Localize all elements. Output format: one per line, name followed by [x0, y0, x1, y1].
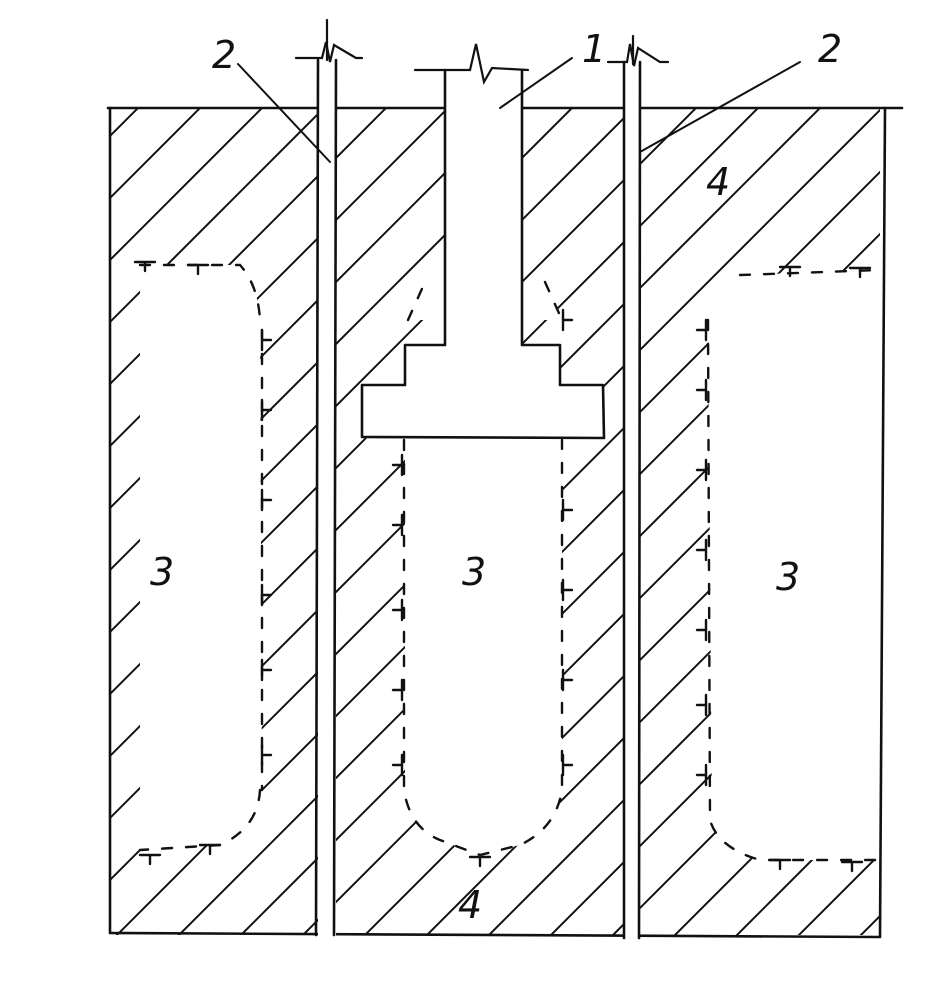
hatch-line [110, 108, 309, 935]
hatch-line [110, 108, 247, 935]
boundary-tick [260, 658, 273, 682]
hatch-line [110, 108, 371, 935]
hatch-line [110, 108, 681, 935]
label-zone-center: 3 [462, 550, 486, 594]
hatch-line [153, 108, 880, 935]
section-boundary [108, 106, 887, 939]
boundary-tick [468, 855, 492, 868]
boundary-dash [706, 318, 882, 862]
boundary-tick [840, 860, 864, 873]
hatch-line [110, 108, 495, 935]
boundary-tick [561, 498, 574, 522]
hatch-line [898, 0, 935, 960]
boundary-tick [138, 853, 162, 866]
boundary-tick [695, 378, 708, 402]
pile-right [606, 34, 670, 940]
boundary-tick [695, 318, 708, 342]
boundary-tick [260, 488, 273, 512]
boundary-tick [186, 263, 210, 276]
boundary-tick [778, 265, 802, 278]
boundary-dash [138, 263, 262, 322]
hatch-line [110, 108, 805, 935]
hatch-line [215, 108, 880, 935]
leader-lines [237, 57, 801, 163]
hatch-line [110, 108, 433, 935]
label-soil-bottom: 4 [458, 883, 482, 927]
hatch-line [110, 108, 123, 935]
label-pile-right: 2 [818, 27, 842, 71]
hatch-line [525, 108, 880, 935]
boundary-tick [260, 743, 273, 767]
label-soil-top: 4 [706, 160, 730, 204]
label-pile-left: 2 [212, 33, 236, 77]
boundary-tick [561, 668, 574, 692]
label-zone-left: 3 [150, 550, 174, 594]
boundary-tick [198, 843, 222, 856]
boundary-tick [561, 578, 574, 602]
boundary-tick [391, 598, 404, 622]
hatch-line [711, 108, 880, 935]
boundary-tick [695, 693, 708, 717]
hatch-line [110, 108, 619, 935]
boundary-tick [561, 753, 574, 777]
hatch-line [110, 108, 867, 935]
boundary-tick [133, 260, 157, 273]
boundary-dash [738, 268, 882, 277]
boundary-tick [695, 538, 708, 562]
boundary-tick [695, 618, 708, 642]
boundary-tick [391, 453, 404, 477]
boundary-tick [695, 458, 708, 482]
pile-left [294, 18, 364, 937]
footing [360, 43, 606, 440]
treated-zone-boundaries [133, 260, 882, 873]
boundary-tick [561, 308, 574, 332]
boundary-tick [391, 753, 404, 777]
hatch-line [401, 108, 880, 935]
hatch-line [0, 0, 60, 960]
hatch-line [110, 108, 185, 935]
boundary-dash [402, 438, 564, 857]
hatch-line [110, 108, 557, 935]
label-zone-right: 3 [776, 555, 800, 599]
boundary-tick [768, 858, 792, 871]
hatch-line [649, 108, 880, 935]
boundary-tick [391, 513, 404, 537]
label-footing: 1 [582, 27, 606, 71]
boundary-tick [391, 678, 404, 702]
hatch-line [277, 108, 880, 935]
hatch-line [773, 108, 880, 935]
boundary-dash [543, 280, 564, 322]
boundary-tick [848, 266, 872, 279]
boundary-tick [695, 763, 708, 787]
boundary-dash [406, 280, 427, 322]
boundary-dash [138, 788, 262, 852]
